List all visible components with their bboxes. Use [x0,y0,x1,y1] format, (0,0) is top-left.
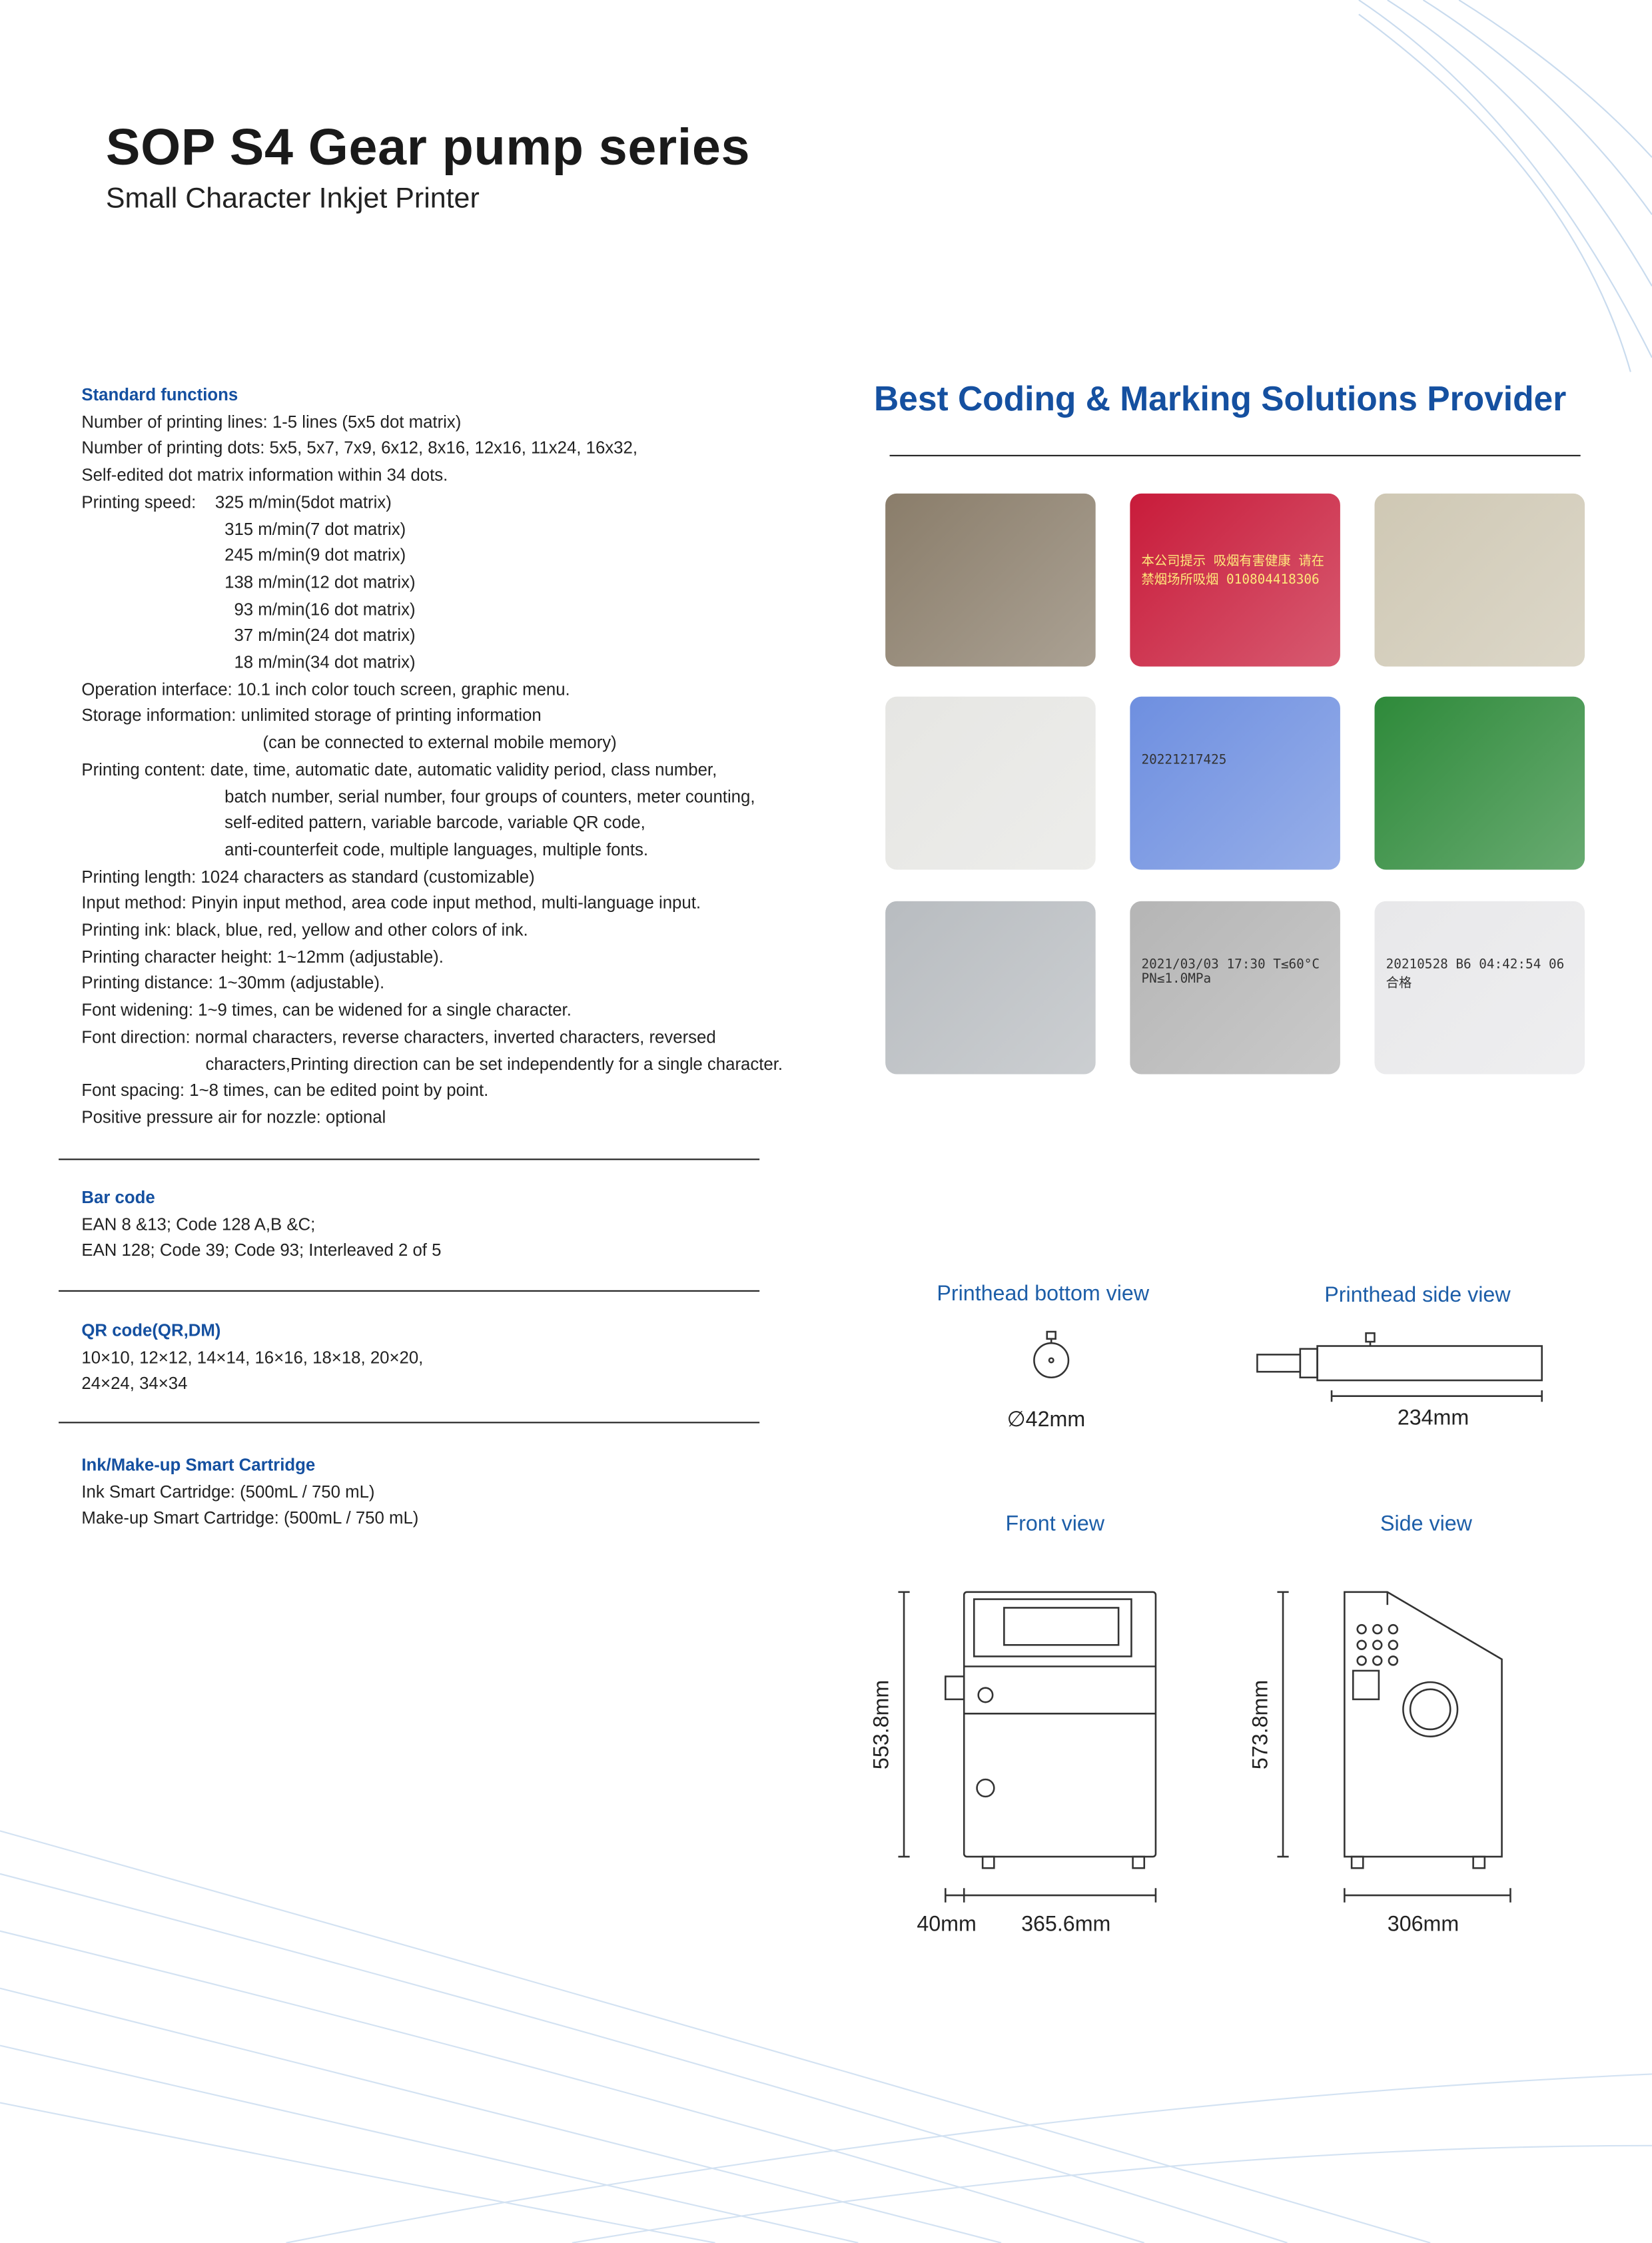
spec-line: 37 m/min(24 dot matrix) [81,626,416,646]
photo-wood-board [885,493,1096,667]
spec-line: anti-counterfeit code, multiple language… [81,839,649,860]
front-offset-width: 40mm [917,1912,977,1937]
spec-line: (can be connected to external mobile mem… [81,732,617,753]
spec-line: 24×24, 34×34 [81,1374,188,1394]
spec-line: Printing length: 1024 characters as stan… [81,866,535,887]
photo-red-cigarette-box: 本公司提示 吸烟有害健康 请在禁烟场所吸烟 010804418306 [1130,493,1340,667]
spec-line: Ink Smart Cartridge: (500mL / 750 mL) [81,1481,375,1502]
spec-line: Number of printing lines: 1-5 lines (5x5… [81,411,462,432]
photo-blue-bottles: 20221217425 [1130,696,1340,870]
spec-line: self-edited pattern, variable barcode, v… [81,813,645,833]
tagline: Best Coding & Marking Solutions Provider [873,380,1567,420]
decorative-lines-bottom [0,1830,1652,2243]
spec-line: 315 m/min(7 dot matrix) [81,518,406,539]
front-view-drawing [898,1591,1157,1903]
printed-code-text: 20221217425 [1141,753,1227,769]
page-subtitle: Small Character Inkjet Printer [105,183,480,215]
printhead-bottom-view-label: Printhead bottom view [937,1281,1150,1306]
printhead-side-view-label: Printhead side view [1324,1283,1511,1308]
printhead-diameter: ∅42mm [1007,1407,1086,1432]
spec-line: Self-edited dot matrix information withi… [81,465,448,486]
printhead-side-drawing [1256,1332,1543,1402]
side-width: 306mm [1387,1912,1459,1937]
spec-line: Font spacing: 1~8 times, can be edited p… [81,1080,489,1101]
printed-code-text: 20210528 B6 04:42:54 06 合格 [1386,958,1565,992]
cartridge-section: Ink/Make-up Smart Cartridge Ink Smart Ca… [81,1452,418,1532]
section-heading: Ink/Make-up Smart Cartridge [81,1454,316,1475]
spec-line: Printing speed: 325 m/min(5dot matrix) [81,492,392,512]
spec-line: Number of printing dots: 5x5, 5x7, 7x9, … [81,438,637,458]
spec-line: Font direction: normal characters, rever… [81,1027,716,1047]
front-width: 365.6mm [1021,1912,1111,1937]
section-heading: QR code(QR,DM) [81,1320,221,1340]
spec-line: Font widening: 1~9 times, can be widened… [81,1000,572,1021]
divider [59,1290,760,1292]
side-view-label: Side view [1380,1512,1472,1537]
printed-code-text: 2021/03/03 17:30 T≤60°C PN≤1.0MPa [1141,958,1320,987]
decorative-lines-top [1358,0,1652,372]
spec-line: batch number, serial number, four groups… [81,785,755,807]
section-heading: Bar code [81,1187,155,1208]
printed-code-text: 本公司提示 吸烟有害健康 请在禁烟场所吸烟 010804418306 [1141,555,1324,588]
printhead-length: 234mm [1397,1406,1469,1431]
spec-line: Printing ink: black, blue, red, yellow a… [81,919,528,940]
spec-line: characters,Printing direction can be set… [81,1053,783,1074]
spec-line: 138 m/min(12 dot matrix) [81,572,416,592]
spec-line: 18 m/min(34 dot matrix) [81,652,416,673]
qrcode-section: QR code(QR,DM) 10×10, 12×12, 14×14, 16×1… [81,1318,423,1398]
spec-line: Positive pressure air for nozzle: option… [81,1107,386,1127]
front-view-label: Front view [1005,1512,1105,1537]
photo-white-box [885,696,1096,870]
spec-line: Printing character height: 1~12mm (adjus… [81,946,444,967]
standard-functions-section: Standard functions Number of printing li… [81,382,783,1130]
spec-line: 10×10, 12×12, 14×14, 16×16, 18×18, 20×20… [81,1347,424,1368]
side-view-drawing [1277,1591,1511,1903]
photo-film-code: 20210528 B6 04:42:54 06 合格 [1374,901,1585,1075]
photo-circuit-board [1374,696,1585,870]
spec-line: EAN 8 &13; Code 128 A,B &C; [81,1214,316,1234]
front-height: 553.8mm [869,1679,895,1770]
divider [59,1158,760,1160]
printhead-bottom-drawing [1033,1330,1070,1379]
spec-line: 245 m/min(9 dot matrix) [81,545,406,566]
barcode-section: Bar code EAN 8 &13; Code 128 A,B &C; EAN… [81,1184,441,1264]
spec-line: EAN 128; Code 39; Code 93; Interleaved 2… [81,1240,442,1261]
spec-line: Printing distance: 1~30mm (adjustable). [81,973,385,994]
side-height: 573.8mm [1248,1679,1274,1770]
photo-can-lid [885,901,1096,1075]
spec-line: Input method: Pinyin input method, area … [81,893,701,913]
spec-line: Printing content: date, time, automatic … [81,759,717,779]
section-heading: Standard functions [81,384,238,405]
photo-cable-pipe: 2021/03/03 17:30 T≤60°C PN≤1.0MPa [1130,901,1340,1075]
spec-line: Operation interface: 10.1 inch color tou… [81,679,570,699]
page-title: SOP S4 Gear pump series [105,117,751,177]
spec-line: Storage information: unlimited storage o… [81,705,542,726]
divider [889,454,1581,456]
photo-eggs [1374,493,1585,667]
divider [59,1422,760,1424]
spec-line: 93 m/min(16 dot matrix) [81,598,416,619]
spec-line: Make-up Smart Cartridge: (500mL / 750 mL… [81,1508,419,1529]
